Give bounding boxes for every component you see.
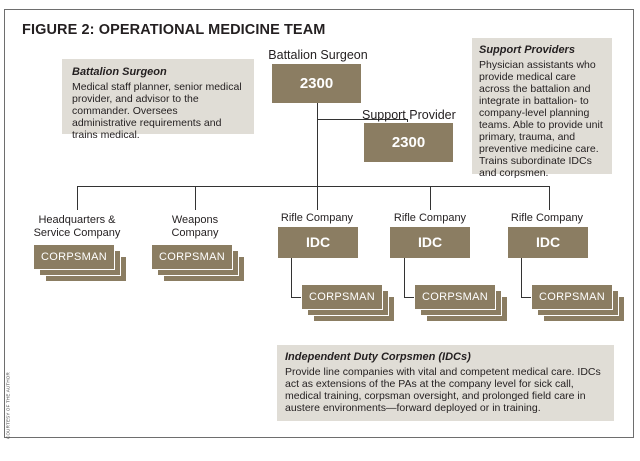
- note-heading: Battalion Surgeon: [72, 66, 167, 78]
- unit-label-text: Headquarters & Service Company: [33, 214, 121, 239]
- note-body: Provide line companies with vital and co…: [285, 366, 601, 414]
- connector-rifle1-drop: [317, 186, 318, 210]
- figure-title: FIGURE 2: OPERATIONAL MEDICINE TEAM: [22, 22, 326, 38]
- connector-horizontal-bar: [77, 186, 550, 187]
- battalion-surgeon-note: Battalion Surgeon Medical staff planner,…: [62, 59, 254, 141]
- idc-box-rifle-1: IDC: [278, 227, 358, 258]
- unit-label-weapons: Weapons Company: [165, 214, 225, 240]
- connector-rifle2-drop: [430, 186, 431, 210]
- note-heading: Support Providers: [479, 44, 575, 56]
- connector-support-drop: [407, 119, 408, 122]
- corpsman-box: CORPSMAN: [151, 244, 233, 270]
- idc-label: IDC: [305, 234, 331, 250]
- connector-surgeon-trunk: [317, 103, 318, 187]
- idc-label: IDC: [535, 234, 561, 250]
- unit-label-rifle-1: Rifle Company: [280, 212, 354, 224]
- idc-box-rifle-3: IDC: [508, 227, 588, 258]
- connector-idc1-corpsman-h: [291, 297, 301, 298]
- connector-idc3-corpsman: [521, 258, 522, 298]
- corpsman-box: CORPSMAN: [33, 244, 115, 270]
- idc-box-rifle-2: IDC: [390, 227, 470, 258]
- corpsman-box: CORPSMAN: [301, 284, 383, 310]
- connector-idc2-corpsman: [404, 258, 405, 298]
- unit-label-hq: Headquarters & Service Company: [27, 214, 127, 240]
- note-body: Physician assistants who provide medical…: [479, 59, 603, 179]
- figure-frame: [4, 9, 634, 438]
- corpsman-label: CORPSMAN: [41, 251, 107, 263]
- idc-note: Independent Duty Corpsmen (IDCs) Provide…: [277, 345, 614, 421]
- connector-idc2-corpsman-h: [404, 297, 414, 298]
- connector-idc1-corpsman: [291, 258, 292, 298]
- corpsman-label: CORPSMAN: [539, 291, 605, 303]
- idc-label: IDC: [417, 234, 443, 250]
- support-providers-note: Support Providers Physician assistants w…: [472, 38, 612, 179]
- connector-weapons-drop: [195, 186, 196, 210]
- connector-idc3-corpsman-h: [521, 297, 531, 298]
- note-body: Medical staff planner, senior medical pr…: [72, 81, 242, 141]
- figure-credit: COURTESY OF THE AUTHOR: [5, 372, 11, 439]
- corpsman-label: CORPSMAN: [309, 291, 375, 303]
- support-provider-code: 2300: [391, 134, 426, 151]
- battalion-surgeon-box: 2300: [272, 64, 361, 103]
- support-provider-box: 2300: [364, 123, 453, 162]
- connector-support-branch: [317, 119, 408, 120]
- corpsman-label: CORPSMAN: [422, 291, 488, 303]
- unit-label-rifle-2: Rifle Company: [393, 212, 467, 224]
- corpsman-box: CORPSMAN: [531, 284, 613, 310]
- unit-label-rifle-3: Rifle Company: [510, 212, 584, 224]
- note-heading: Independent Duty Corpsmen (IDCs): [285, 351, 471, 363]
- corpsman-label: CORPSMAN: [159, 251, 225, 263]
- connector-rifle3-drop: [549, 186, 550, 210]
- support-provider-label: Support Provider: [362, 108, 456, 122]
- battalion-surgeon-label: Battalion Surgeon: [268, 48, 368, 62]
- connector-hq-drop: [77, 186, 78, 210]
- battalion-surgeon-code: 2300: [299, 75, 334, 92]
- corpsman-box: CORPSMAN: [414, 284, 496, 310]
- unit-label-text: Weapons Company: [171, 214, 219, 239]
